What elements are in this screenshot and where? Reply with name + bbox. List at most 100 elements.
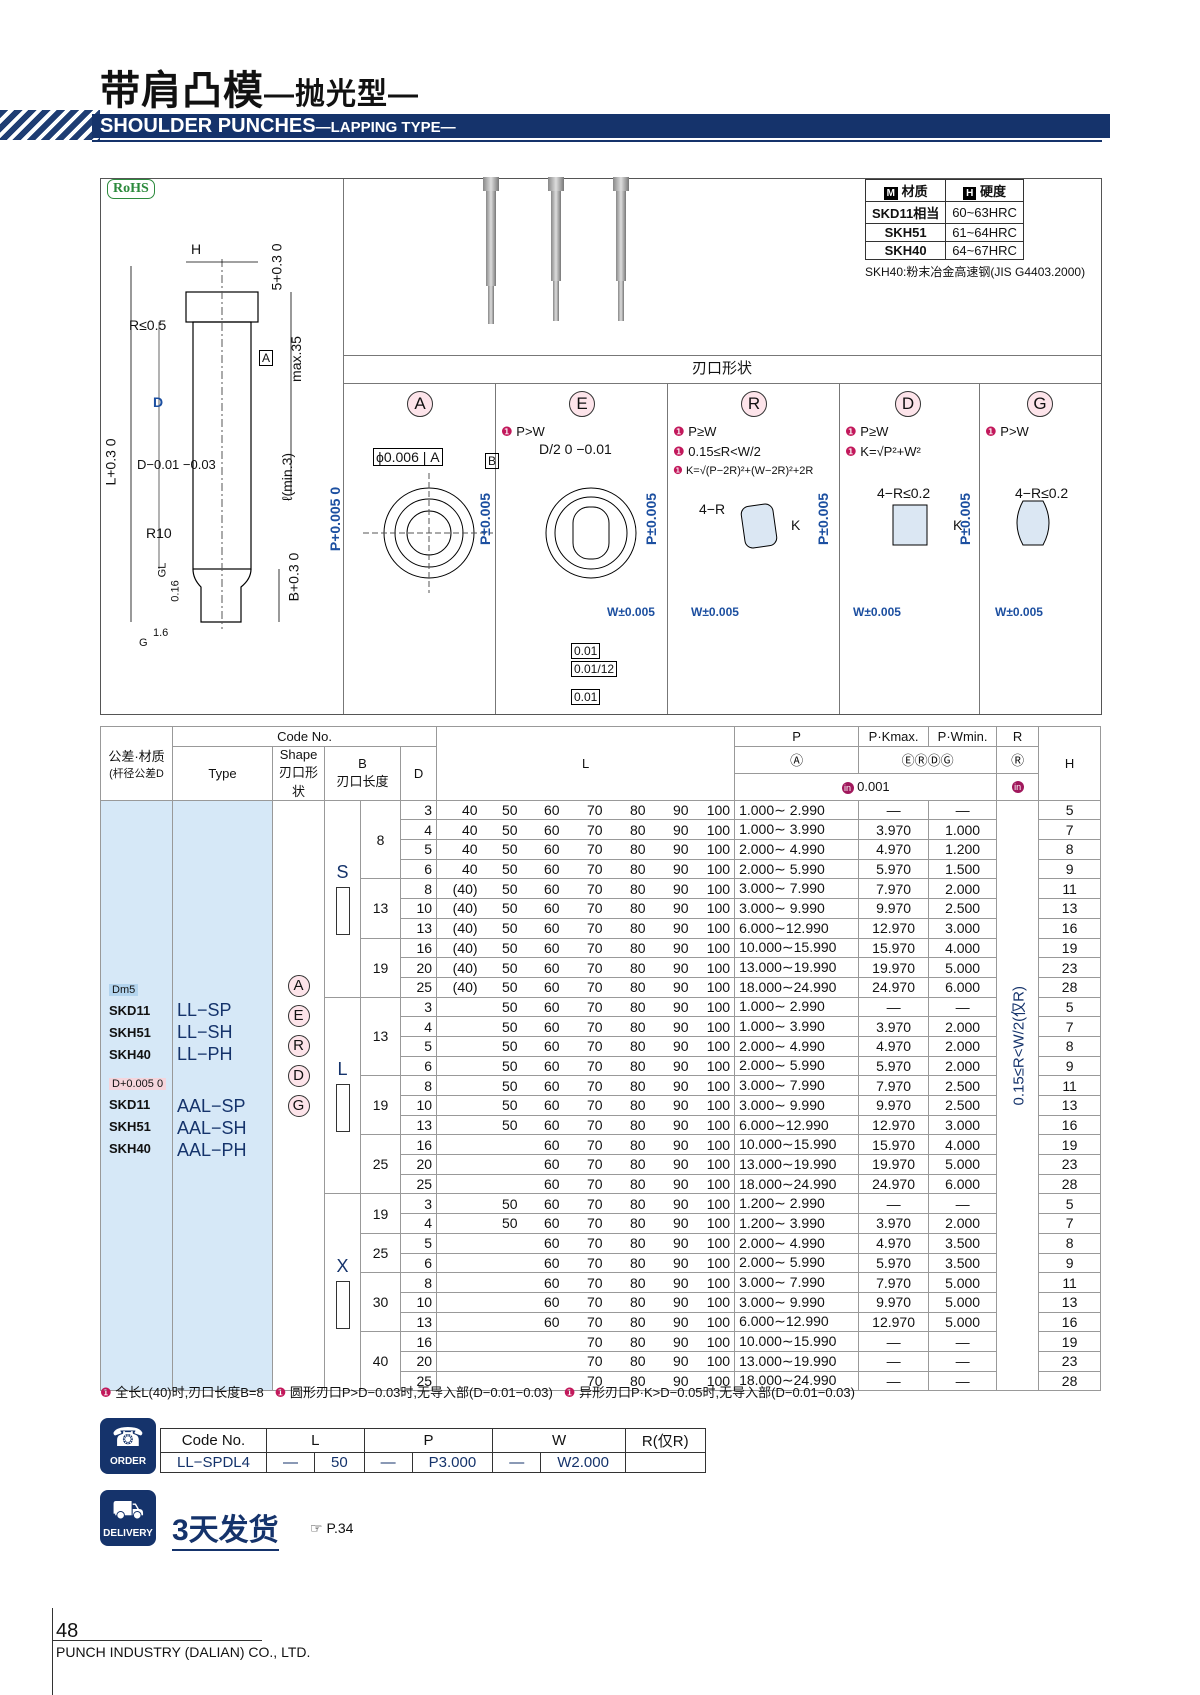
l-cell: 80	[606, 1193, 650, 1215]
h-cell: 8	[1038, 839, 1102, 860]
dim-4r: 4−R	[699, 501, 726, 517]
th-type: Type	[172, 745, 273, 801]
d-cell: 25	[399, 976, 438, 998]
l-cell	[436, 1370, 482, 1392]
pk-cell: 5.970	[858, 1252, 930, 1274]
l-cell: 50	[481, 957, 522, 978]
th-p: P	[734, 726, 860, 747]
shape-g-label: G	[1027, 391, 1053, 417]
delivery-page-ref[interactable]: ☞ P.34	[310, 1520, 354, 1536]
l-cell	[481, 1134, 522, 1156]
l-cell: 90	[649, 976, 693, 998]
h-cell: 19	[1038, 1331, 1102, 1352]
hardness-cell: 60~63HRC	[945, 201, 1024, 224]
shape-d-badge: D	[287, 1064, 310, 1087]
l-cell: 80	[606, 1370, 650, 1392]
pw-cell: 2.000	[928, 1016, 998, 1037]
d-cell: 25	[399, 1173, 438, 1195]
l-cell: 70	[563, 1095, 607, 1116]
pw-cell: 3.500	[928, 1252, 998, 1274]
l-cell: 100	[692, 1311, 735, 1333]
punch-type-icon	[335, 1280, 350, 1329]
pk-cell: 5.970	[858, 1055, 930, 1077]
shape-r-badge: R	[287, 1034, 310, 1057]
type-code: AAL−PH	[177, 1139, 247, 1160]
l-cell: 60	[521, 858, 564, 880]
d-cell: 20	[399, 1350, 438, 1372]
l-cell: 60	[521, 1232, 564, 1254]
order-value: P3.000	[411, 1452, 494, 1473]
l-cell: 80	[606, 858, 650, 880]
l-cell: 70	[563, 1134, 607, 1156]
l-cell: 80	[606, 996, 650, 1018]
r-range-text: 0.15≤R<W/2(仅R)	[1010, 985, 1028, 1106]
dim-r10: R10	[146, 525, 172, 541]
material-name: SKH51	[109, 1024, 151, 1040]
h-cell: 19	[1038, 937, 1102, 959]
d-cell: 3	[399, 799, 438, 821]
l-cell: 60	[521, 1134, 564, 1156]
l-cell: 80	[606, 839, 650, 860]
l-cell: 90	[649, 1173, 693, 1195]
l-cell: 100	[692, 1213, 735, 1234]
order-header: R(仅R)	[624, 1428, 706, 1453]
l-cell: 80	[606, 1213, 650, 1234]
shape-r-label: R	[741, 391, 767, 417]
d-cell: 16	[399, 937, 438, 959]
d-cell: 8	[399, 1075, 438, 1096]
l-cell: 80	[606, 1311, 650, 1333]
d-cell: 8	[399, 878, 438, 900]
pw-cell: 1.500	[928, 858, 998, 880]
p-cell: 6.000∼12.990	[734, 917, 860, 939]
l-cell: 50	[481, 996, 522, 1018]
h-cell: 16	[1038, 1114, 1102, 1136]
th-l: L	[436, 726, 736, 801]
l-cell: 60	[521, 1173, 564, 1195]
l-cell: 50	[481, 898, 522, 919]
l-cell: (40)	[436, 917, 482, 939]
pw-cell: 2.000	[928, 1213, 998, 1234]
d-cell: 4	[399, 819, 438, 841]
th-code: Code No.	[171, 726, 438, 747]
p-cell: 3.000∼ 9.990	[734, 1095, 860, 1116]
title-hatch	[0, 110, 100, 140]
l-cell: 90	[649, 1154, 693, 1175]
p-cell: 3.000∼ 7.990	[734, 1272, 860, 1293]
truck-icon: ⛟	[111, 1494, 145, 1524]
l-cell: 80	[606, 1095, 650, 1116]
l-cell: 100	[692, 1114, 735, 1136]
shape-drawings	[363, 473, 1050, 593]
l-cell: 70	[563, 1350, 607, 1372]
th-unit-r: in	[996, 772, 1040, 801]
delivery-text: 3天发货	[172, 1505, 279, 1551]
h-cell: 5	[1038, 1193, 1102, 1215]
l-cell	[436, 1095, 482, 1116]
l-cell: 100	[692, 957, 735, 978]
h-cell: 16	[1038, 917, 1102, 939]
shape-d-note-2: ❶ K=√P²+W²	[845, 444, 921, 459]
p-cell: 6.000∼12.990	[734, 1114, 860, 1136]
l-cell	[436, 1035, 482, 1057]
pk-cell: 4.970	[858, 839, 930, 860]
l-cell: 80	[606, 957, 650, 978]
tol-frame-1: 0.01	[571, 643, 601, 659]
l-cell: 40	[436, 799, 482, 821]
dim-dt: D	[153, 394, 164, 410]
dim-w-d: W±0.005	[853, 605, 901, 619]
dim-k-r: K	[791, 517, 801, 533]
l-cell	[436, 1114, 482, 1136]
th-d: D	[399, 745, 438, 801]
l-cell: 60	[521, 1075, 564, 1096]
r-range-cell: 0.15≤R<W/2(仅R)	[996, 799, 1040, 1392]
shape-r-note-1: ❶ P≥W	[673, 424, 717, 439]
p-cell: 2.000∼ 5.990	[734, 1252, 860, 1274]
spec-table: 公差·材质(杆径公差D Code No. L P P·Kmax. P·Wmin.…	[100, 726, 1102, 1392]
